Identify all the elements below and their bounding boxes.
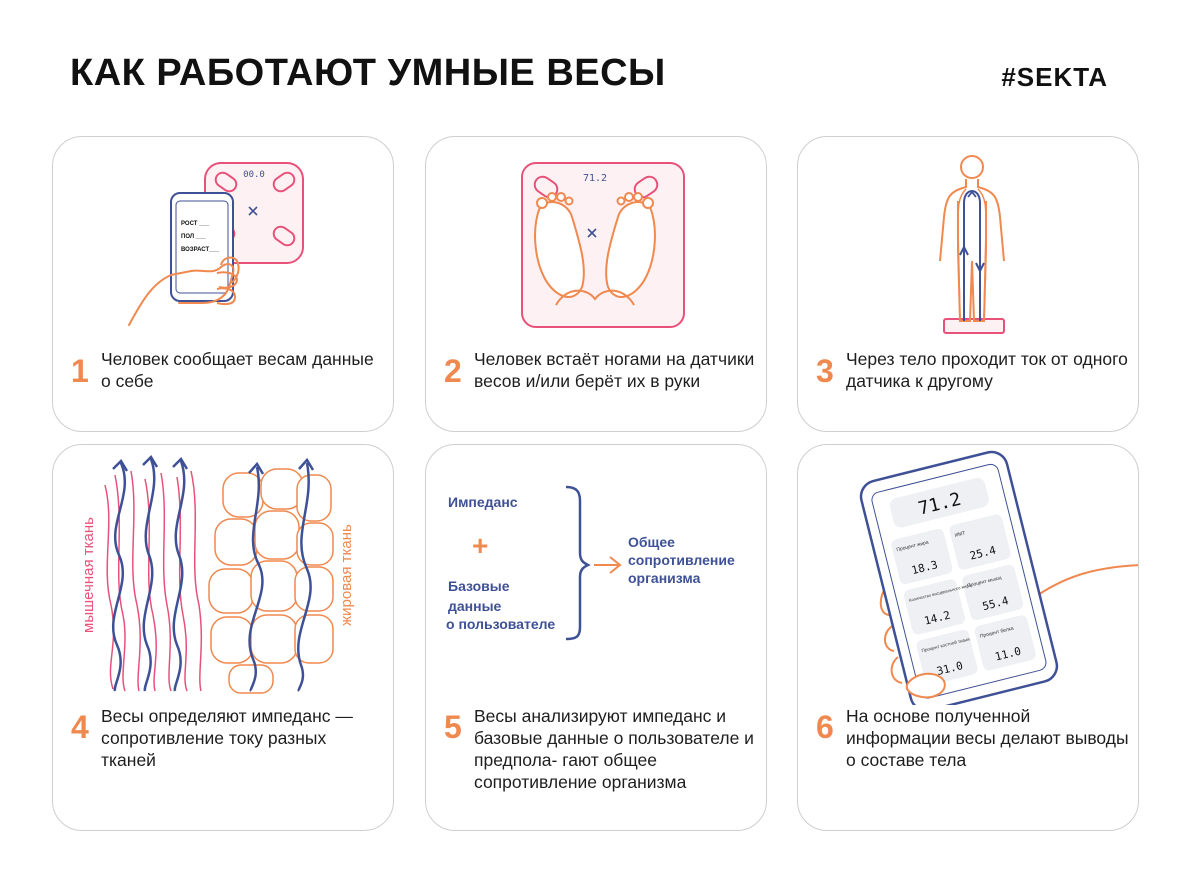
metric-value-2: 25.4	[968, 544, 997, 563]
feet-on-scale-illustration: 71.2	[521, 162, 685, 328]
tissue-impedance-illustration: мышечная ткань жировая ткань	[80, 454, 355, 694]
step-number-2: 2	[444, 353, 462, 389]
step-text-5: Весы анализируют импеданс и базовые данн…	[474, 706, 754, 792]
step-number-6: 6	[816, 709, 834, 745]
step-card-4: мышечная ткань жировая ткань 4 Весы опре…	[52, 444, 394, 831]
muscle-tissue-label: мышечная ткань	[80, 517, 97, 633]
step-card-6: 71.2 Процент жира ИМТ Количество висцера…	[797, 444, 1139, 831]
current-through-body-illustration	[939, 155, 1005, 334]
phone-and-scale-illustration: 00.0 РОСТ ___ ПОЛ ___ ВОЗРАСТ___	[128, 162, 304, 326]
result-label-line-1: Общее	[628, 534, 675, 550]
metric-value-4: 55.4	[981, 594, 1010, 613]
metric-value-3: 14.2	[923, 609, 952, 628]
scale-display-1: 00.0	[243, 170, 265, 180]
step-card-5: Импеданс + Базовые данные о пользователе…	[425, 444, 767, 831]
step-text-6: На основе полученной информации весы дел…	[846, 706, 1129, 770]
phone-field-age: ВОЗРАСТ___	[181, 247, 220, 253]
step-card-3: 3 Через тело проходит ток от одного датч…	[797, 136, 1139, 432]
impedance-formula-illustration: Импеданс + Базовые данные о пользователе…	[446, 485, 735, 641]
step-text-3: Через тело проходит ток от одного датчик…	[846, 349, 1128, 391]
plus-sign: +	[472, 530, 488, 561]
metric-label-2: ИМТ	[954, 530, 966, 538]
step-text-1: Человек сообщает весам данные о себе	[101, 349, 374, 391]
base-data-label-line-3: о пользователе	[446, 616, 555, 632]
brand-logo: #SEKTA	[1001, 62, 1108, 92]
metric-value-6: 11.0	[994, 645, 1023, 664]
base-data-label-line-1: Базовые	[448, 578, 510, 594]
fat-tissue-label: жировая ткань	[338, 524, 355, 626]
phone-field-sex: ПОЛ ___	[181, 234, 206, 240]
step-card-1: 00.0 РОСТ ___ ПОЛ ___ ВОЗРАСТ___ 1 Челов…	[52, 136, 394, 432]
base-data-label-line-2: данные	[448, 598, 502, 614]
step-text-2: Человек встаёт ногами на датчики весов и…	[474, 349, 755, 391]
step-text-4: Весы определяют импеданс — сопротивление…	[101, 706, 353, 770]
impedance-label: Импеданс	[448, 494, 518, 510]
scale-display-2: 71.2	[583, 173, 607, 184]
page-title: КАК РАБОТАЮТ УМНЫЕ ВЕСЫ	[70, 52, 666, 94]
metric-value-1: 18.3	[910, 558, 939, 577]
phone-field-height: РОСТ ___	[181, 221, 210, 227]
step-number-4: 4	[71, 709, 89, 745]
result-label-line-2: сопротивление	[628, 552, 735, 568]
result-label-line-3: организма	[628, 570, 701, 586]
metric-value-5: 31.0	[935, 659, 964, 678]
step-number-3: 3	[816, 353, 834, 389]
body-composition-phone-illustration: 71.2 Процент жира ИМТ Количество висцера…	[859, 450, 1138, 705]
step-card-2: 71.2 2 Человек встаёт ногами на датчики …	[425, 136, 767, 432]
step-number-5: 5	[444, 709, 462, 745]
step-number-1: 1	[71, 353, 89, 389]
